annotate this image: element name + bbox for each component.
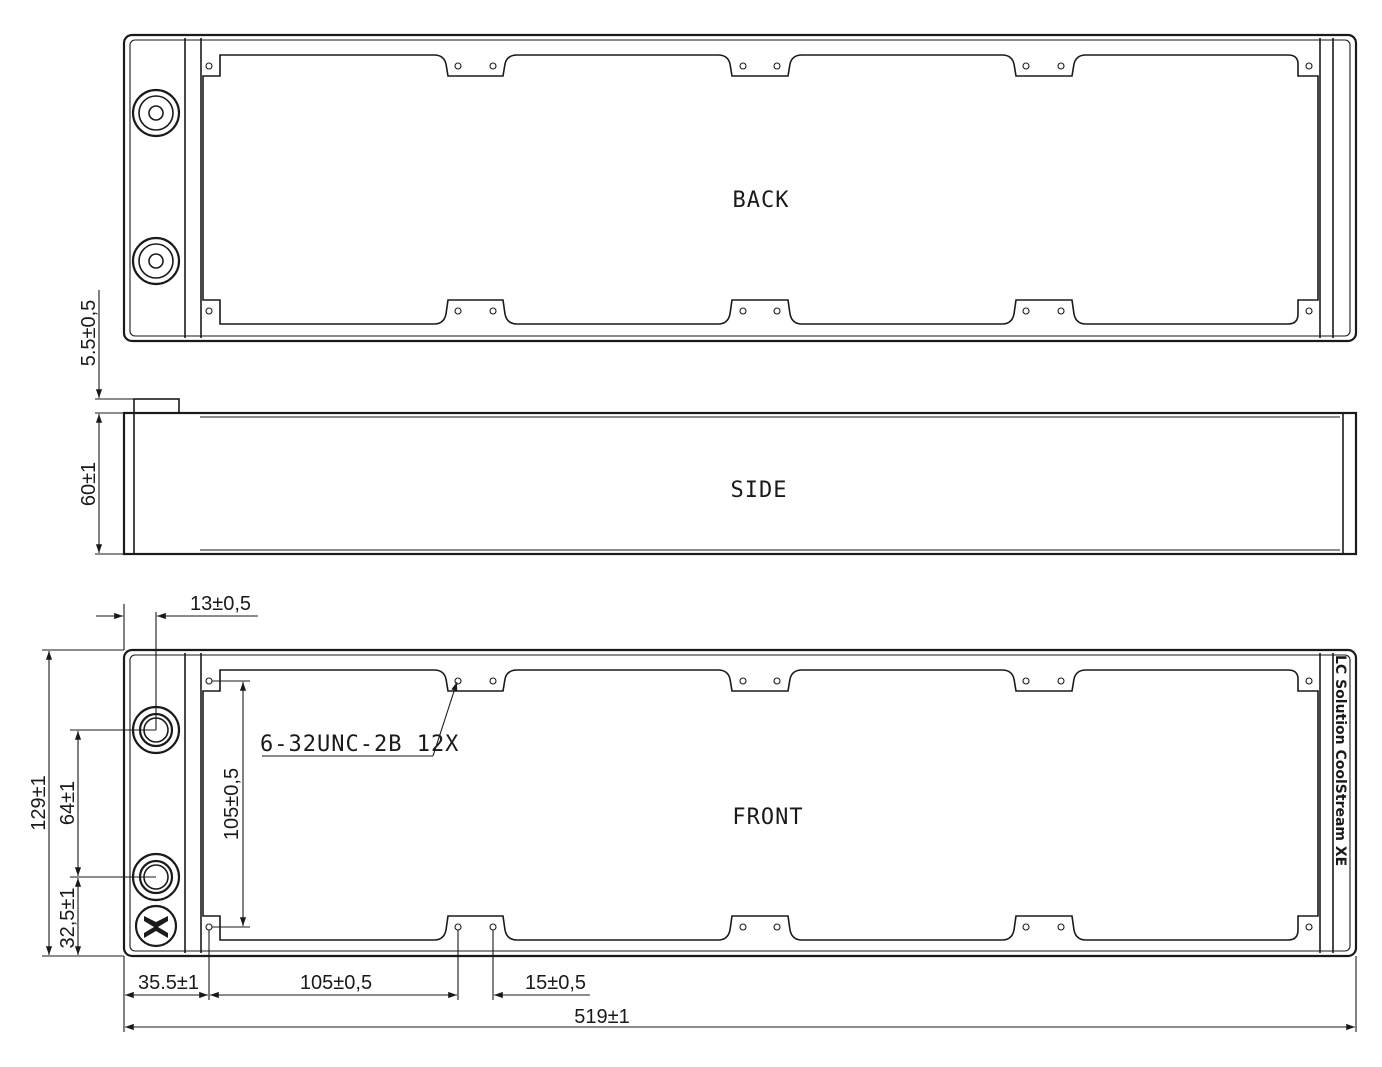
front-inner-frame [129, 654, 1351, 952]
front-outer-frame [122, 648, 1358, 958]
back-inner-frame [129, 39, 1351, 337]
front-mounting-holes [205, 677, 1313, 931]
back-port-top [131, 88, 181, 138]
front-fan-outline [202, 669, 1319, 941]
back-view-label: BACK [733, 188, 790, 213]
dim-side-thickness: 60±1 [78, 462, 100, 506]
front-view: FRONT LC Solution CoolStream XE [122, 648, 1358, 958]
front-dimensions: 13±0,5 129±1 64±1 32,5±1 105±0,5 6-32UNC… [28, 593, 1357, 1032]
dim-hole-pair: 15±0,5 [525, 972, 586, 994]
back-fan-outline [202, 54, 1319, 325]
back-mounting-holes [205, 62, 1313, 315]
side-fitting [133, 398, 180, 414]
dim-overall-height: 129±1 [28, 775, 50, 830]
thread-note: 6-32UNC-2B 12X [260, 732, 459, 757]
side-view-label: SIDE [731, 478, 788, 503]
ek-logo-icon [134, 904, 178, 948]
dim-overall-length: 519±1 [574, 1006, 629, 1028]
dim-fitting-offset: 13±0,5 [190, 593, 251, 615]
dim-hole-horizontal: 105±0,5 [300, 972, 372, 994]
dim-left-offset: 35.5±1 [138, 972, 199, 994]
thread-note-leader [432, 681, 458, 757]
back-view: BACK [122, 33, 1358, 343]
dim-fitting-height: 5.5±0,5 [78, 300, 100, 367]
brand-label: LC Solution CoolStream XE [1332, 655, 1348, 866]
dim-port-spacing: 64±1 [57, 781, 79, 825]
side-view: SIDE [122, 398, 1358, 556]
side-dimensions: 5.5±0,5 60±1 [78, 290, 134, 555]
front-view-label: FRONT [732, 805, 803, 830]
dim-port-bottom: 32,5±1 [57, 887, 79, 948]
back-outer-frame [122, 33, 1358, 343]
back-port-bottom [131, 236, 181, 286]
dim-hole-vertical: 105±0,5 [221, 768, 243, 840]
side-body [122, 411, 1358, 556]
